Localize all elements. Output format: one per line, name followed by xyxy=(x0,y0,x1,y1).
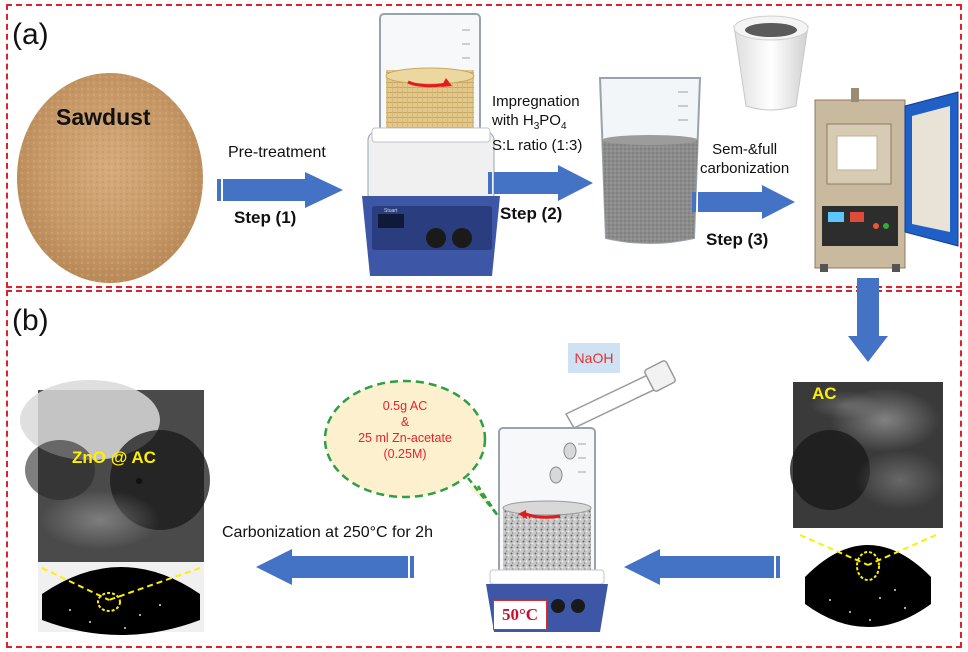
product-image xyxy=(20,380,210,635)
stirrer-beaker-a: Stuart xyxy=(362,13,500,276)
step2-line1: Impregnation xyxy=(492,93,580,110)
svg-text:Stuart: Stuart xyxy=(384,208,398,214)
impregnation-beaker xyxy=(598,77,702,244)
ac-image xyxy=(790,382,945,632)
bubble-line3: 25 ml Zn-acetate xyxy=(358,431,452,445)
panel-b-frame xyxy=(6,290,962,648)
arrow-step-1 xyxy=(217,172,343,208)
bubble-text: 0.5g AC & 25 ml Zn-acetate (0.25M) xyxy=(340,398,470,462)
stirrer-beaker-b xyxy=(486,427,608,632)
step3-label: Step (3) xyxy=(706,230,769,249)
step2-description: Impregnation with H3PO4 S:L ratio (1:3) xyxy=(492,92,582,155)
arrow-left-1 xyxy=(624,549,780,585)
step2-line2: with H3PO4 xyxy=(492,111,582,136)
step2-line2-prefix: with H xyxy=(492,112,534,129)
step2-sub-3: 3 xyxy=(533,121,540,132)
ac-label: AC xyxy=(812,384,837,403)
step3-description: Sem-&full carbonization xyxy=(700,140,789,178)
temperature-label: 50°C xyxy=(493,600,547,630)
bubble-line1: 0.5g AC xyxy=(382,399,428,413)
arrow-step-3 xyxy=(692,185,795,219)
step2-sub-4: 4 xyxy=(560,121,567,132)
panel-a-label: (a) xyxy=(12,18,49,51)
crucible xyxy=(733,15,809,111)
step1-label: Step (1) xyxy=(234,208,297,227)
carbonization-label: Carbonization at 250°C for 2h xyxy=(222,524,433,541)
panel-a-frame xyxy=(6,4,962,288)
step2-line2-mid: PO xyxy=(539,112,561,129)
step2-label: Step (2) xyxy=(500,204,563,223)
arrow-step-2 xyxy=(488,165,593,201)
step2-line3: S:L ratio (1:3) xyxy=(492,137,583,154)
reagent-bubble xyxy=(323,379,500,518)
sawdust-pile xyxy=(17,73,203,283)
product-label: ZnO @ AC xyxy=(72,448,156,467)
bubble-line2: & xyxy=(400,415,410,429)
arrow-down xyxy=(848,278,888,362)
muffle-furnace xyxy=(814,88,959,272)
step3-line1: Sem-&full xyxy=(712,141,778,158)
sawdust-label: Sawdust xyxy=(56,104,151,130)
step1-description: Pre-treatment xyxy=(228,144,326,161)
step3-line2: carbonization xyxy=(700,160,790,177)
naoh-label: NaOH xyxy=(568,343,620,373)
dropper-tube xyxy=(549,360,676,484)
bubble-line4: (0.25M) xyxy=(383,447,427,461)
panel-b-label: (b) xyxy=(12,304,49,337)
arrow-left-2 xyxy=(256,549,414,585)
